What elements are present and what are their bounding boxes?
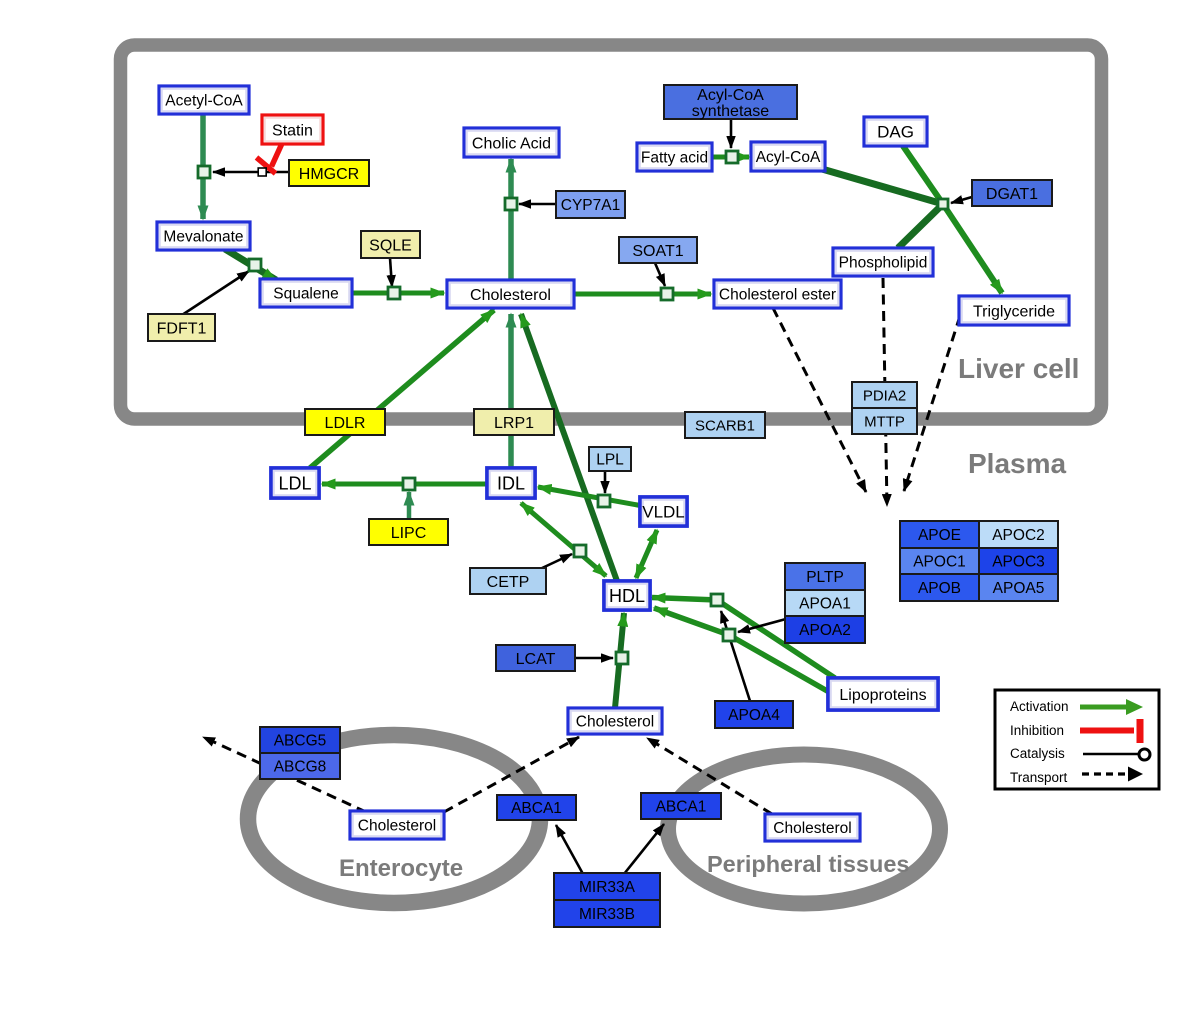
svg-text:HMGCR: HMGCR — [299, 166, 359, 183]
svg-text:Acetyl-CoA: Acetyl-CoA — [165, 93, 243, 110]
svg-text:LDLR: LDLR — [325, 415, 366, 432]
svg-text:FDFT1: FDFT1 — [157, 320, 207, 337]
svg-text:Cholesterol: Cholesterol — [773, 820, 851, 837]
svg-text:Statin: Statin — [272, 123, 313, 140]
svg-text:APOA2: APOA2 — [799, 622, 851, 639]
svg-text:APOB: APOB — [918, 580, 961, 597]
svg-text:synthetase: synthetase — [692, 103, 769, 120]
svg-text:SOAT1: SOAT1 — [632, 243, 683, 260]
svg-text:Cholesterol: Cholesterol — [576, 714, 654, 731]
svg-text:CETP: CETP — [487, 574, 530, 591]
svg-text:APOE: APOE — [918, 527, 961, 544]
svg-text:Fatty acid: Fatty acid — [641, 150, 708, 167]
svg-text:APOA5: APOA5 — [993, 580, 1045, 597]
svg-text:ABCG5: ABCG5 — [274, 733, 327, 750]
svg-text:Cholic Acid: Cholic Acid — [472, 135, 551, 152]
svg-text:APOC3: APOC3 — [992, 554, 1045, 571]
svg-text:DAG: DAG — [877, 123, 914, 142]
svg-text:Cholesterol: Cholesterol — [358, 818, 436, 835]
svg-text:Mevalonate: Mevalonate — [163, 229, 243, 246]
svg-text:APOC1: APOC1 — [913, 554, 966, 571]
svg-text:Triglyceride: Triglyceride — [973, 303, 1055, 320]
svg-text:Acyl-CoA: Acyl-CoA — [756, 149, 821, 166]
svg-text:Acyl-CoA: Acyl-CoA — [697, 87, 764, 104]
svg-text:LIPC: LIPC — [391, 525, 427, 542]
svg-text:APOC2: APOC2 — [992, 527, 1045, 544]
svg-text:Activation: Activation — [1010, 699, 1069, 714]
svg-text:VLDL: VLDL — [642, 503, 685, 522]
svg-text:HDL: HDL — [609, 586, 645, 606]
svg-text:MIR33A: MIR33A — [579, 879, 636, 896]
svg-text:CYP7A1: CYP7A1 — [561, 197, 620, 214]
svg-text:APOA4: APOA4 — [728, 707, 780, 724]
svg-text:PDIA2: PDIA2 — [863, 387, 906, 404]
svg-text:MIR33B: MIR33B — [579, 906, 635, 923]
svg-text:Squalene: Squalene — [273, 286, 339, 303]
svg-text:SQLE: SQLE — [369, 237, 412, 254]
svg-text:IDL: IDL — [497, 473, 525, 493]
svg-text:Cholesterol ester: Cholesterol ester — [719, 287, 836, 304]
svg-text:Plasma: Plasma — [968, 448, 1066, 479]
svg-text:LPL: LPL — [596, 452, 624, 469]
svg-text:Liver cell: Liver cell — [958, 353, 1079, 384]
svg-text:Catalysis: Catalysis — [1010, 746, 1065, 761]
svg-text:Enterocyte: Enterocyte — [339, 855, 463, 882]
svg-text:ABCG8: ABCG8 — [274, 759, 327, 776]
svg-text:MTTP: MTTP — [864, 413, 905, 430]
svg-text:Phospholipid: Phospholipid — [839, 255, 928, 272]
svg-text:ABCA1: ABCA1 — [656, 799, 707, 816]
svg-text:SCARB1: SCARB1 — [695, 417, 755, 434]
svg-text:LRP1: LRP1 — [494, 415, 534, 432]
svg-text:Transport: Transport — [1010, 770, 1068, 785]
svg-text:DGAT1: DGAT1 — [986, 186, 1038, 203]
svg-text:Inhibition: Inhibition — [1010, 723, 1064, 738]
svg-text:PLTP: PLTP — [806, 569, 844, 586]
svg-text:APOA1: APOA1 — [799, 596, 851, 613]
svg-text:ABCA1: ABCA1 — [511, 800, 562, 817]
svg-text:LDL: LDL — [278, 473, 311, 493]
svg-text:Lipoproteins: Lipoproteins — [839, 687, 926, 704]
svg-text:LCAT: LCAT — [516, 651, 556, 668]
svg-text:Peripheral tissues: Peripheral tissues — [707, 851, 909, 877]
svg-text:Cholesterol: Cholesterol — [470, 287, 551, 304]
